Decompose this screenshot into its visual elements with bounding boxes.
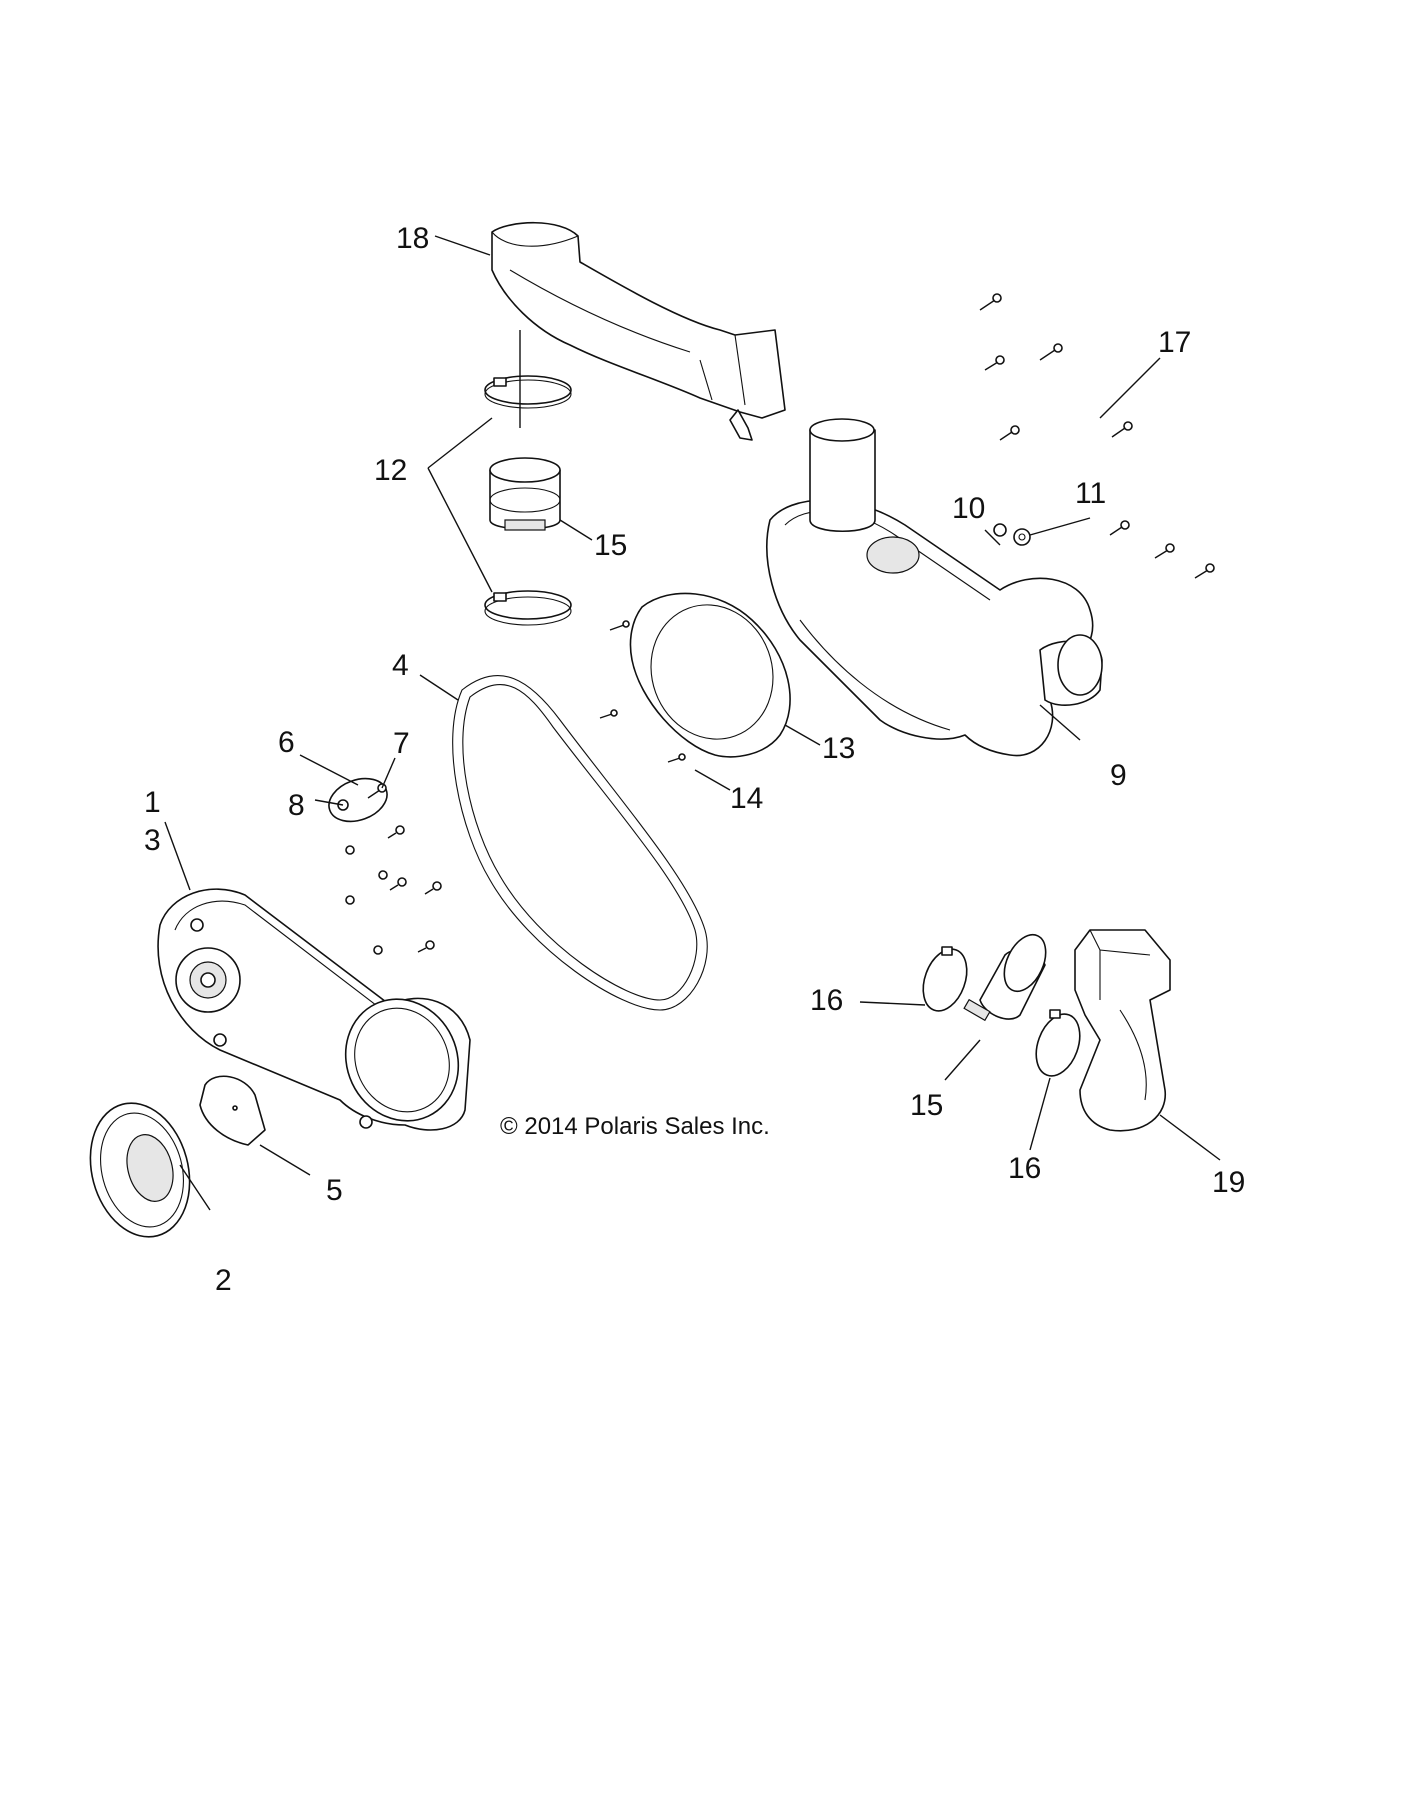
callout-17: 17 xyxy=(1158,326,1191,359)
callout-3: 3 xyxy=(144,824,161,857)
part-5-gasket xyxy=(199,1075,266,1146)
callout-11: 11 xyxy=(1075,477,1106,510)
callout-8: 8 xyxy=(288,789,305,822)
callout-labels: 18 17 12 15 10 11 4 13 9 6 7 14 1 8 3 16… xyxy=(144,222,1245,1297)
callout-7: 7 xyxy=(393,727,410,760)
callout-9: 9 xyxy=(1110,759,1127,792)
part-2-seal xyxy=(89,1102,191,1238)
part-14-screws xyxy=(599,709,686,763)
part-12-clamp-lower xyxy=(484,590,572,626)
callout-19: 19 xyxy=(1212,1166,1245,1199)
callout-13: 13 xyxy=(822,732,855,765)
callout-18: 18 xyxy=(396,222,429,255)
part-11-nut xyxy=(1013,528,1031,546)
callout-16-right: 16 xyxy=(1008,1152,1041,1185)
callout-10: 10 xyxy=(952,492,985,525)
callout-16-left: 16 xyxy=(810,984,843,1017)
callout-2: 2 xyxy=(215,1264,232,1297)
leader-lines xyxy=(164,235,1221,1211)
fasteners-cluster xyxy=(345,825,442,955)
callout-5: 5 xyxy=(326,1174,343,1207)
part-6-cap xyxy=(328,777,388,823)
part-17-bolts xyxy=(979,293,1215,579)
part-9-outer-cover xyxy=(766,418,1103,757)
part-15-coupler-lower xyxy=(963,933,1047,1022)
part-12-clamp-upper xyxy=(484,375,572,409)
part-13-cover-plate xyxy=(609,592,791,758)
callout-15-upper: 15 xyxy=(594,529,627,562)
callout-4: 4 xyxy=(392,649,409,682)
part-1-inner-cover xyxy=(157,888,471,1131)
part-15-coupler-upper xyxy=(489,457,561,531)
part-16-clamp-left xyxy=(922,946,968,1012)
callout-12: 12 xyxy=(374,454,407,487)
callout-14: 14 xyxy=(730,782,763,815)
callout-6: 6 xyxy=(278,726,295,759)
part-10-washer xyxy=(993,523,1007,537)
part-19-lower-duct xyxy=(1074,929,1171,1132)
part-16-clamp-right xyxy=(1035,1009,1081,1077)
part-18-intake-duct xyxy=(491,221,786,441)
part-4-drive-belt xyxy=(452,675,708,1011)
callout-1: 1 xyxy=(144,786,161,819)
callout-15-lower: 15 xyxy=(910,1089,943,1122)
copyright-notice: © 2014 Polaris Sales Inc. xyxy=(500,1113,770,1140)
